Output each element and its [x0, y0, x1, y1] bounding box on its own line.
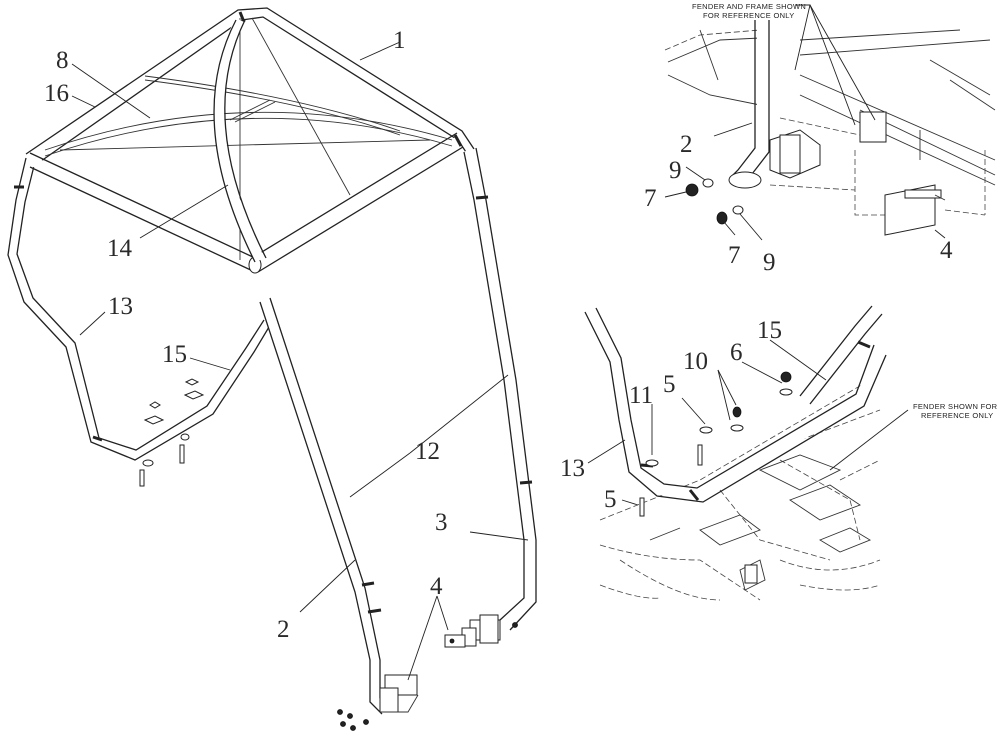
- callout-br-13: 13: [560, 455, 585, 482]
- main-cage-view: 1 8 16 14 13 15 12 3 2 4: [6, 6, 537, 731]
- mount-bracket-rear: [444, 614, 518, 648]
- callout-tr-9b: 9: [763, 249, 776, 276]
- callout-br-15: 15: [757, 317, 782, 344]
- callout-2: 2: [277, 616, 290, 643]
- note-fender-frame-line1: FENDER AND FRAME SHOWN: [692, 2, 806, 11]
- callout-tr-2: 2: [680, 131, 693, 158]
- main-leader-lines: [71, 41, 529, 681]
- callout-12: 12: [415, 438, 440, 465]
- callout-br-5a: 5: [663, 371, 676, 398]
- callout-8: 8: [56, 47, 69, 74]
- detail-view-top-right: FENDER AND FRAME SHOWN FOR REFERENCE ONL…: [644, 2, 996, 276]
- callout-tr-7a: 7: [644, 185, 657, 212]
- callout-br-5b: 5: [604, 486, 617, 513]
- callout-16: 16: [44, 80, 69, 107]
- tube-part-3: [463, 147, 537, 631]
- callout-1: 1: [393, 27, 406, 54]
- tube-part-2: [259, 297, 391, 715]
- callout-br-6: 6: [730, 339, 743, 366]
- callout-br-10: 10: [683, 348, 708, 375]
- mount-bracket-front: [337, 674, 419, 731]
- callout-13: 13: [108, 293, 133, 320]
- note-fender-line1: FENDER SHOWN FOR: [913, 402, 998, 411]
- callout-4: 4: [430, 573, 443, 600]
- callout-3: 3: [435, 509, 448, 536]
- note-fender-frame-line2: FOR REFERENCE ONLY: [703, 11, 795, 20]
- callout-tr-7b: 7: [728, 242, 741, 269]
- callout-br-11: 11: [629, 382, 653, 409]
- callout-tr-4: 4: [940, 237, 953, 264]
- callout-14: 14: [107, 235, 133, 262]
- detail-view-bottom-right: FENDER SHOWN FOR REFERENCE ONLY 15 6 10 …: [560, 305, 998, 601]
- note-fender-line2: REFERENCE ONLY: [921, 411, 993, 420]
- hardware-front-left: [139, 378, 205, 487]
- callout-15: 15: [162, 341, 187, 368]
- roof-frame: [25, 6, 475, 274]
- callout-tr-9a: 9: [669, 157, 682, 184]
